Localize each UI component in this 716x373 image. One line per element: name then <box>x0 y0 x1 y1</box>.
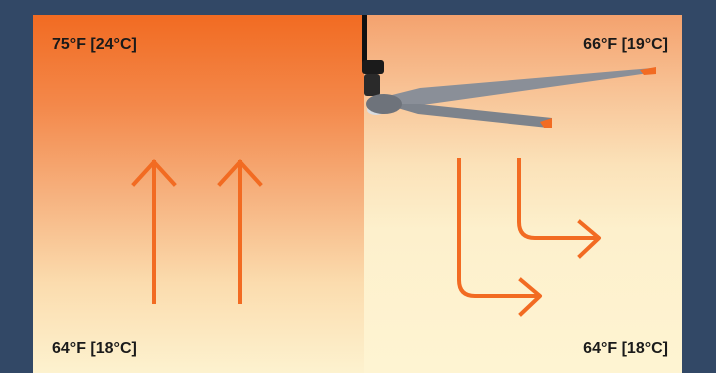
left-ceiling-temperature: 75°F [24°C] <box>52 37 137 53</box>
down-right-arrow-icon <box>519 160 599 256</box>
right-ceiling-temperature: 66°F [19°C] <box>583 37 668 53</box>
right-floor-temperature: 64°F [18°C] <box>583 341 668 357</box>
ceiling-fan-icon <box>362 15 656 128</box>
left-floor-temperature: 64°F [18°C] <box>52 341 137 357</box>
up-arrow-icon <box>134 162 174 302</box>
up-arrow-icon <box>220 162 260 302</box>
